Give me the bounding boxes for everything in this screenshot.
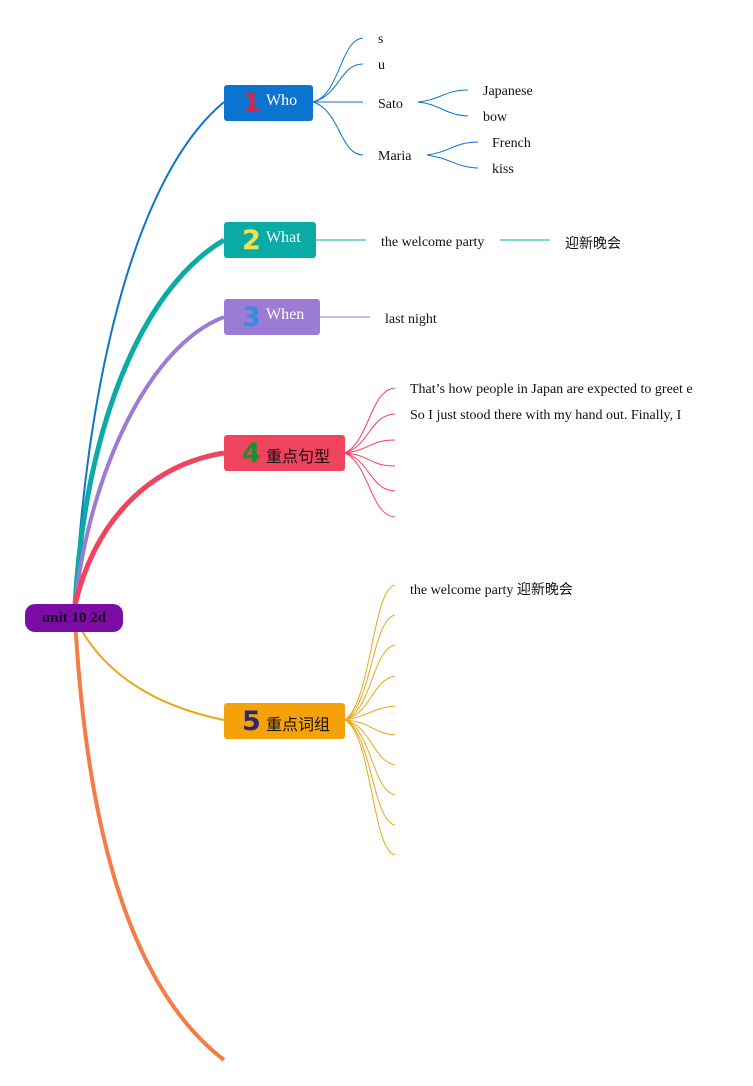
topic-number-4: 4: [242, 438, 261, 469]
topic-who[interactable]: 1 Who: [224, 85, 313, 121]
topic-label-who: Who: [266, 92, 298, 109]
topic-label-what: What: [266, 229, 301, 246]
who-children-lines: [312, 37, 479, 169]
topic-number-5: 5: [242, 706, 261, 737]
topic-what[interactable]: 2 What: [224, 222, 316, 258]
branch-line-what: [72, 237, 226, 606]
phrase-item-1[interactable]: the welcome party 迎新晚会: [410, 583, 573, 598]
sato-child-japanese[interactable]: Japanese: [483, 84, 533, 99]
topic-when[interactable]: 3 When: [224, 299, 320, 335]
sentence-item-2[interactable]: So I just stood there with my hand out. …: [410, 408, 682, 423]
topic-number-1: 1: [242, 88, 261, 119]
topic-label-when: When: [266, 306, 305, 323]
branch-line-when: [73, 315, 225, 606]
branch-line-who: [74, 101, 225, 606]
topic-key-sentences[interactable]: 4 重点句型: [224, 435, 345, 471]
root-node[interactable]: unit 10 2d: [25, 604, 123, 632]
sentence-item-1[interactable]: That’s how people in Japan are expected …: [410, 382, 693, 397]
branch-line-phrases: [74, 617, 225, 721]
who-child-s[interactable]: s: [378, 32, 384, 47]
root-label: unit 10 2d: [41, 609, 107, 626]
branch-line-extra: [73, 617, 226, 1062]
who-child-u[interactable]: u: [378, 58, 385, 73]
branch-line-sentences: [72, 450, 225, 606]
maria-child-french[interactable]: French: [492, 136, 531, 151]
maria-child-kiss[interactable]: kiss: [492, 162, 514, 177]
sentences-children-lines: [344, 387, 396, 518]
topic-key-phrases[interactable]: 5 重点词组: [224, 703, 345, 739]
who-child-maria[interactable]: Maria: [378, 149, 412, 164]
who-child-sato[interactable]: Sato: [378, 97, 403, 112]
when-child-last-night[interactable]: last night: [385, 312, 437, 327]
what-child-welcome-party[interactable]: the welcome party: [381, 235, 485, 250]
sato-child-bow[interactable]: bow: [483, 110, 508, 125]
what-grandchild-welcome-party-zh[interactable]: 迎新晚会: [565, 236, 621, 252]
topic-label-key-phrases: 重点词组: [266, 715, 331, 734]
topic-number-2: 2: [242, 225, 261, 256]
topic-label-key-sentences: 重点句型: [266, 447, 331, 466]
phrases-children-lines: [344, 584, 396, 856]
topic-number-3: 3: [242, 302, 261, 333]
